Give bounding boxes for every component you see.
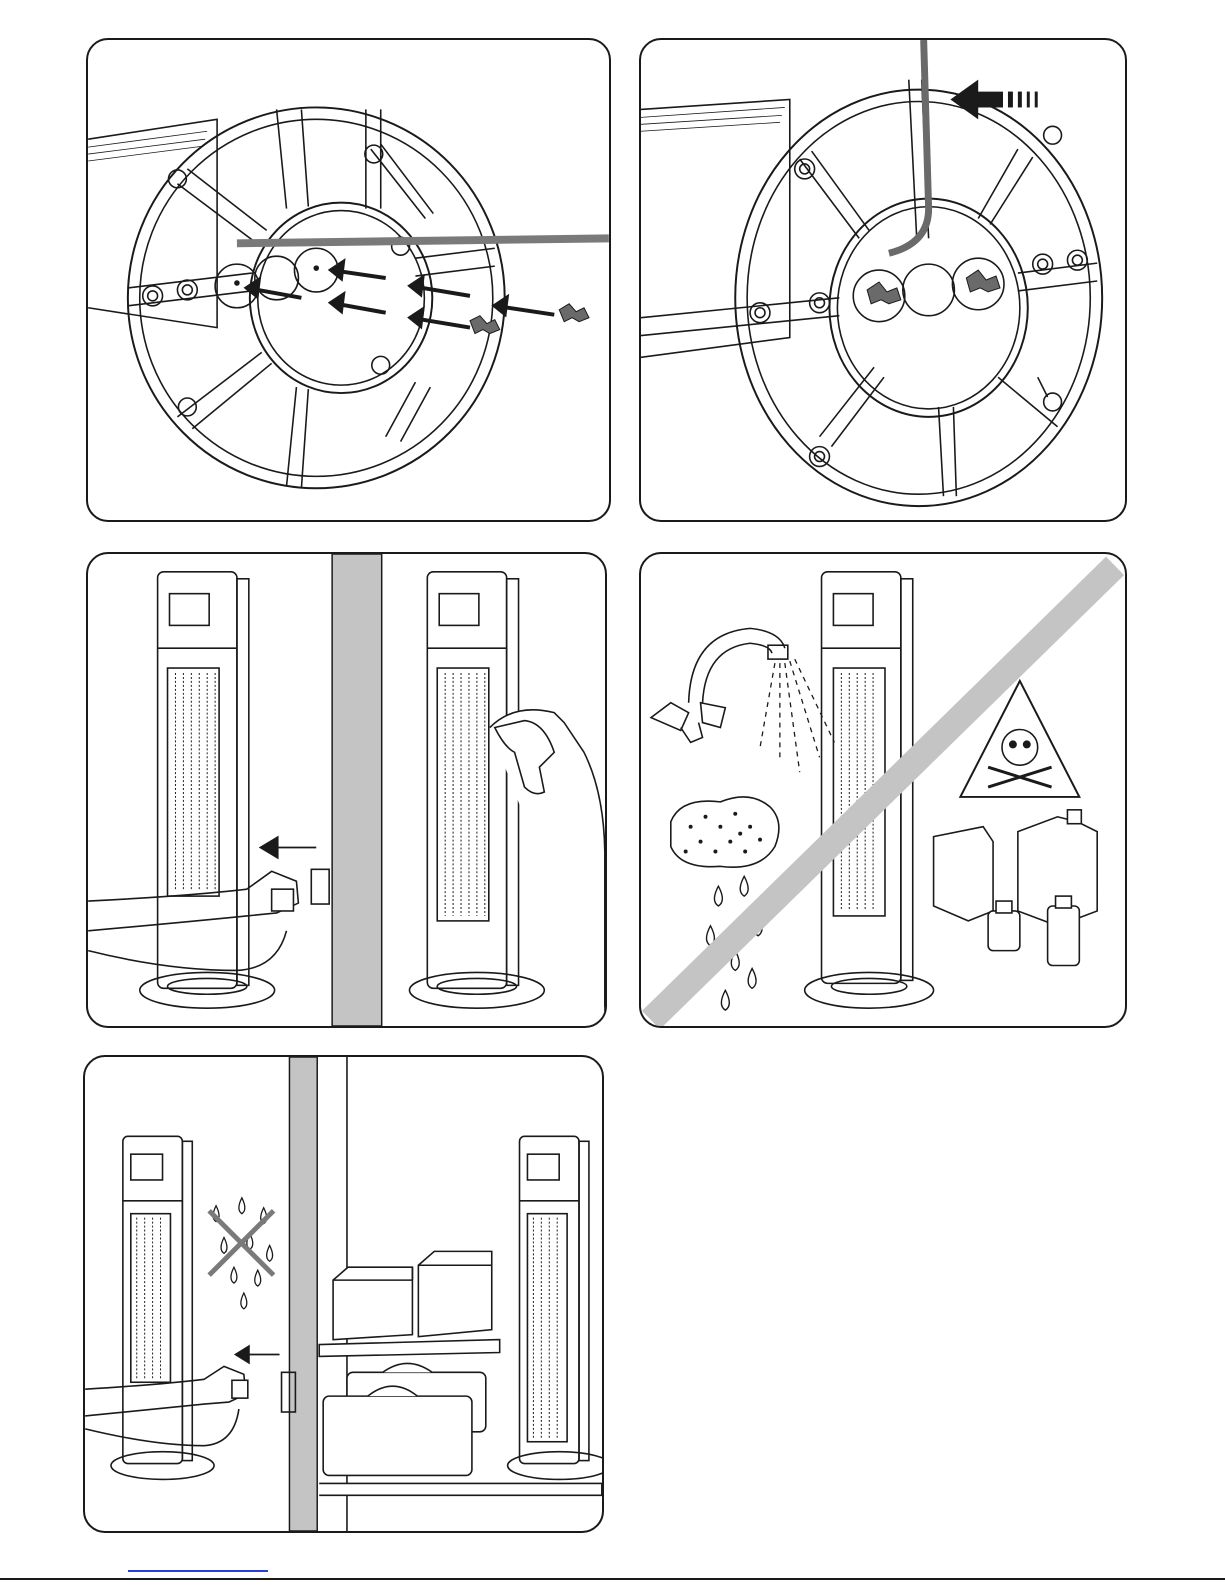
hand-unplug <box>88 869 329 970</box>
wing-nut-icon <box>470 304 589 334</box>
panel-step-4-warnings <box>639 552 1127 1028</box>
tower-heater-left <box>111 1136 214 1479</box>
wall-divider <box>289 1057 317 1531</box>
hand-unplug <box>85 1366 295 1445</box>
panel-step-3-unplug-wipe <box>86 552 607 1028</box>
faucet-icon <box>651 628 788 742</box>
tower-heater-right <box>508 1136 602 1479</box>
cable-routing-illustration <box>641 40 1125 520</box>
cross-out-icon <box>209 1211 273 1275</box>
unplug-wipe-illustration <box>88 554 605 1026</box>
heater-grille-left <box>175 673 215 891</box>
arrow-left-icon <box>259 836 317 860</box>
heater-grille-right <box>533 1218 557 1439</box>
arrow-left-icon <box>950 80 1037 120</box>
heater-grille-right <box>445 673 485 916</box>
water-spray <box>760 659 834 772</box>
wall-divider <box>332 554 382 1026</box>
footer-link-underline[interactable] <box>128 1570 268 1572</box>
panel-step-1-mounting <box>86 38 611 522</box>
panel-step-5-storage <box>83 1055 604 1533</box>
sponge-icon <box>671 797 779 867</box>
panel-step-2-cable <box>639 38 1127 522</box>
chemical-containers <box>934 810 1098 966</box>
heater-grille-left <box>137 1218 161 1380</box>
wing-nut-icon <box>867 270 1000 304</box>
arrow-left-icon <box>234 1345 280 1365</box>
arrow-left-icon <box>247 262 554 327</box>
warnings-illustration <box>641 554 1125 1026</box>
water-drop-icon <box>213 1198 272 1309</box>
storage-shelf-boxes <box>319 1251 602 1495</box>
mounting-disc-illustration <box>88 40 609 520</box>
footer-rule <box>0 1578 1225 1580</box>
storage-illustration <box>85 1057 602 1531</box>
